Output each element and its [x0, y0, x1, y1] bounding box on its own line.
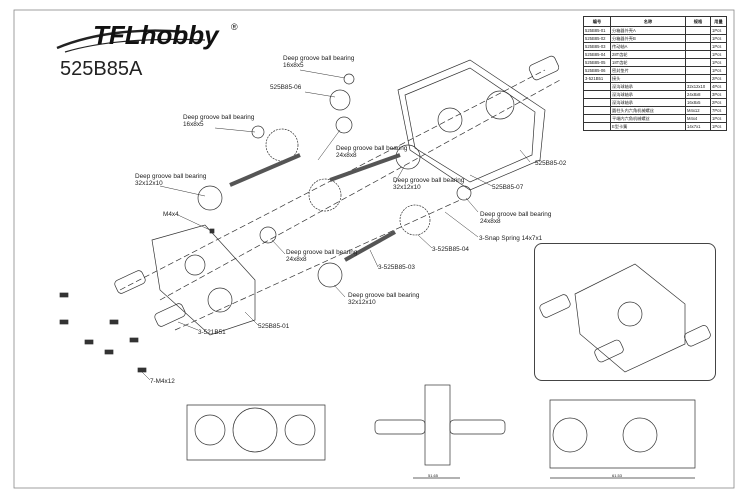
front-view-outline — [186, 404, 326, 461]
gear-18t-top — [329, 89, 351, 111]
coupler-top-right — [528, 55, 560, 81]
rear-view-outline — [549, 399, 696, 469]
side-view-body — [424, 384, 451, 466]
bearing-32x12x10-low — [317, 262, 343, 288]
housing-a-bore-1 — [184, 254, 206, 276]
bearing-16x8x5-top — [343, 73, 355, 85]
front-view-center-bore — [232, 407, 278, 453]
axis-line-3 — [174, 199, 461, 331]
setscrew-m4x4 — [209, 228, 215, 234]
dimension-bottom-right: 61.53 — [612, 473, 623, 478]
logo-swoosh-icon: TFLhobby ® — [56, 20, 238, 53]
model-number: 525B85A — [60, 58, 143, 80]
label-m4x4: M4x4 — [163, 211, 179, 218]
bearing-24x8x8-low — [259, 226, 277, 244]
bearing-24x8x8-top — [335, 116, 353, 134]
front-view-left-bore — [194, 414, 226, 446]
label-3-525b85-04: 3-525B85-04 — [432, 246, 469, 253]
sheet-border — [13, 9, 735, 489]
assembled-isometric-drawing — [539, 263, 711, 373]
label-3-525b85-03: 3-525B85-03 — [378, 264, 415, 271]
label-7-m4x12: 7-M4x12 — [150, 378, 175, 385]
screws-m4x12 — [59, 292, 147, 373]
bearing-16x8x5-left — [251, 125, 265, 139]
coupler-3-521b51 — [154, 303, 186, 327]
bearing-24x8x8-right — [456, 185, 472, 201]
label-3-521b51: 3-521B51 — [198, 329, 226, 336]
front-view-right-bore — [284, 414, 316, 446]
housing-b-bore-1 — [437, 107, 463, 133]
rear-view-bore-right — [622, 417, 658, 453]
label-525b85-01: 525B85-01 — [258, 323, 290, 330]
bearing-32x12x10-left — [197, 185, 223, 211]
label-525b85-07: 525B85-07 — [492, 184, 524, 191]
gasket-525b85-06 — [404, 67, 536, 183]
logo-text: TFLhobby — [93, 20, 220, 50]
housing-a — [151, 224, 256, 336]
gear-28t-525b85-04 — [399, 204, 431, 236]
brand-logo: TFLhobby ® — [55, 18, 245, 63]
leader-lines — [141, 69, 531, 381]
shaft-525b85-03 — [344, 230, 396, 262]
label-525b85-02: 525B85-02 — [535, 160, 567, 167]
side-view-coupler-right — [449, 419, 506, 435]
coupler-left-1 — [114, 270, 146, 294]
gear-28t-middle — [308, 178, 342, 212]
housing-a-bore-2 — [207, 287, 233, 313]
registered-mark: ® — [231, 22, 238, 32]
shaft-525b85-07 — [329, 153, 401, 182]
side-view-coupler-left — [374, 419, 426, 435]
assembled-view-inset — [534, 243, 716, 381]
axis-line-1 — [159, 79, 561, 301]
housing-b-bore-2 — [485, 90, 515, 120]
dimension-bottom-mid: 51.65 — [428, 473, 439, 478]
label-snap-spring: 3-Snap Spring 14x7x1 — [479, 235, 543, 242]
bom-cell-qty: 1Pcs — [710, 122, 727, 131]
label-525b85-06: 525B85-06 — [270, 84, 302, 91]
shaft-upper — [229, 153, 301, 187]
housing-b — [397, 59, 546, 191]
rear-view-bore-left — [552, 417, 588, 453]
